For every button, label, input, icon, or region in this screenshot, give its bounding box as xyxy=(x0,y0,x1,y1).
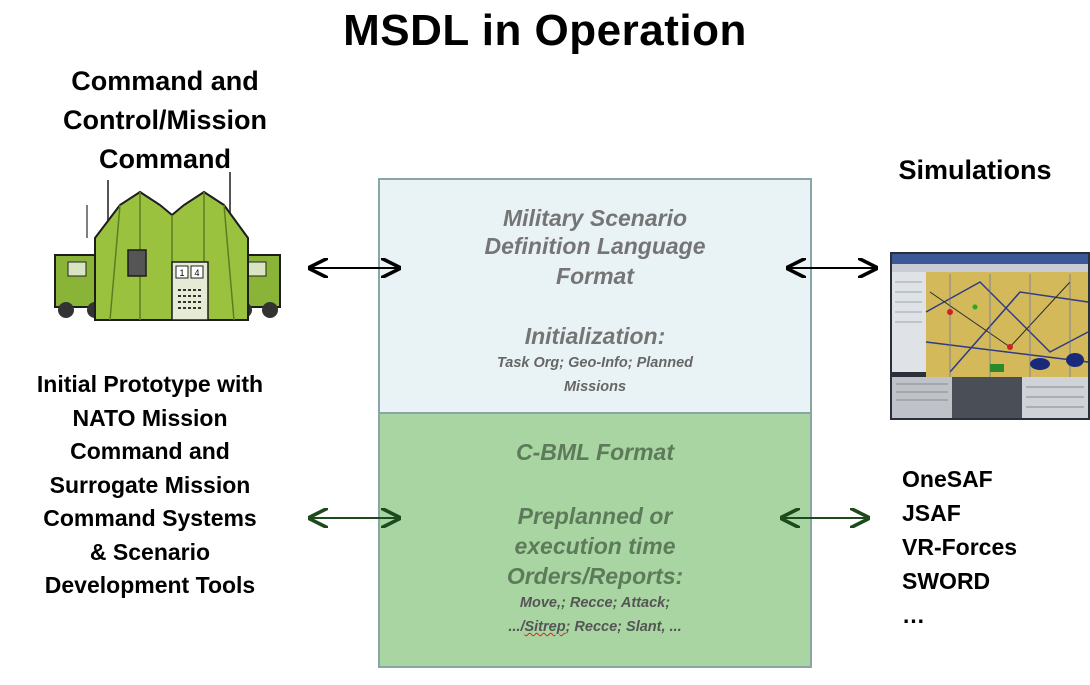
simulation-item: SWORD xyxy=(902,568,991,594)
prototype-line: Surrogate Mission xyxy=(49,471,251,498)
simulation-screenshot xyxy=(890,252,1090,420)
prototype-line: Command and xyxy=(70,438,230,464)
tent-label: 1 xyxy=(179,268,184,278)
cbml-subtitle-line: Preplanned or xyxy=(517,503,673,529)
msdl-initialization-label: Initialization: xyxy=(524,323,666,349)
simulations-list: OneSAF JSAF VR-Forces SWORD … xyxy=(902,462,1017,632)
cbml-detail-line: .../Sitrep; Recce; Slant, ... xyxy=(380,616,810,638)
command-control-line: Command xyxy=(98,144,231,174)
prototype-line: & Scenario xyxy=(89,538,211,565)
prototype-line: Command Systems xyxy=(43,505,257,531)
msdl-title-line: Definition Language xyxy=(484,233,706,259)
cbml-detail-sitrep: Sitrep xyxy=(524,619,566,635)
command-control-line: Command and xyxy=(71,66,259,96)
msdl-detail-line: Task Org; Geo-Info; Planned xyxy=(496,355,694,371)
prototype-line: Initial Prototype with xyxy=(36,371,264,397)
simulation-item: VR-Forces xyxy=(902,534,1018,560)
command-control-label: Command and Control/Mission Command xyxy=(30,62,300,179)
cbml-detail-line: Move,; Recce; Attack; xyxy=(519,595,671,611)
cbml-format-box: C-BML Format Preplanned or execution tim… xyxy=(378,414,812,668)
command-control-line: Control/Mission xyxy=(63,105,267,135)
prototype-line: NATO Mission xyxy=(72,404,228,431)
cbml-detail-text: .../ xyxy=(508,619,525,635)
simulations-label: Simulations xyxy=(898,155,1052,185)
tent-label: 4 xyxy=(194,268,199,278)
diagram-title: MSDL in Operation xyxy=(343,6,747,55)
msdl-format-box: Military Scenario Definition Language Fo… xyxy=(378,178,812,414)
simulation-item: JSAF xyxy=(902,500,961,526)
cbml-subtitle-line: Orders/Reports: xyxy=(506,563,684,589)
msdl-detail-line: Missions xyxy=(563,379,627,395)
msdl-title-line: Format xyxy=(556,263,634,289)
cbml-detail-text: ; Recce; Slant, ... xyxy=(565,619,682,635)
simulation-item: … xyxy=(902,602,925,628)
cbml-subtitle-line: execution time xyxy=(514,533,676,559)
simulation-item: OneSAF xyxy=(902,466,993,492)
cbml-title: C-BML Format xyxy=(515,439,674,465)
prototype-label: Initial Prototype with NATO Mission Comm… xyxy=(0,368,300,603)
prototype-line: Development Tools xyxy=(44,572,256,598)
msdl-title-line: Military Scenario xyxy=(502,205,688,231)
